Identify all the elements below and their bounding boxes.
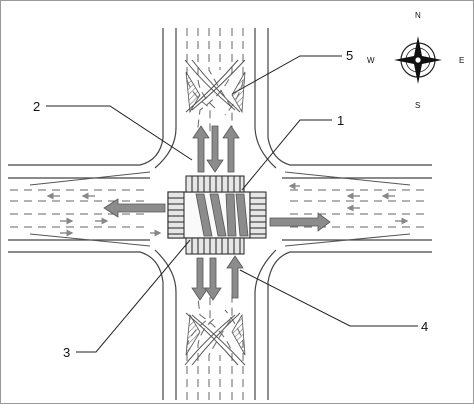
arrow-south-2 [191,257,209,301]
arrow-diagonal-1 [195,193,213,237]
hatched-islands [185,71,246,356]
arrow-west [103,198,166,218]
arrow-north-3 [226,255,244,299]
leader-1 [241,119,332,191]
arrow-diagonal-4 [235,193,249,237]
stop-band-stripes [168,176,266,254]
arrow-diagonal-2 [209,193,227,237]
callout-label-2: 2 [33,99,40,114]
ew-lane-lines [10,189,430,228]
arrow-south-1 [206,125,224,173]
compass-rose: N S E W [367,11,464,110]
leader-3 [76,239,191,353]
compass-east-label: E [459,56,464,65]
leader-4 [239,269,418,327]
callout-label-5: 5 [346,48,353,63]
arrow-north-1 [192,125,210,173]
arrow-north-2 [222,125,240,173]
leader-lines [46,55,418,353]
compass-south-label: S [415,101,420,110]
callout-label-3: 3 [63,345,70,360]
compass-north-label: N [415,11,421,20]
leader-5 [231,55,342,95]
arrow-diagonal-3 [225,193,237,237]
small-lane-arrows [46,182,409,237]
arrow-east [269,212,331,232]
movement-arrows [103,125,331,301]
arrow-south-3 [204,257,222,301]
compass-west-label: W [367,56,375,65]
callout-label-4: 4 [421,319,428,334]
leader-2 [46,105,193,161]
callout-label-1: 1 [337,113,344,128]
ew-taper-lines [29,171,411,247]
road-boundaries [8,28,432,400]
